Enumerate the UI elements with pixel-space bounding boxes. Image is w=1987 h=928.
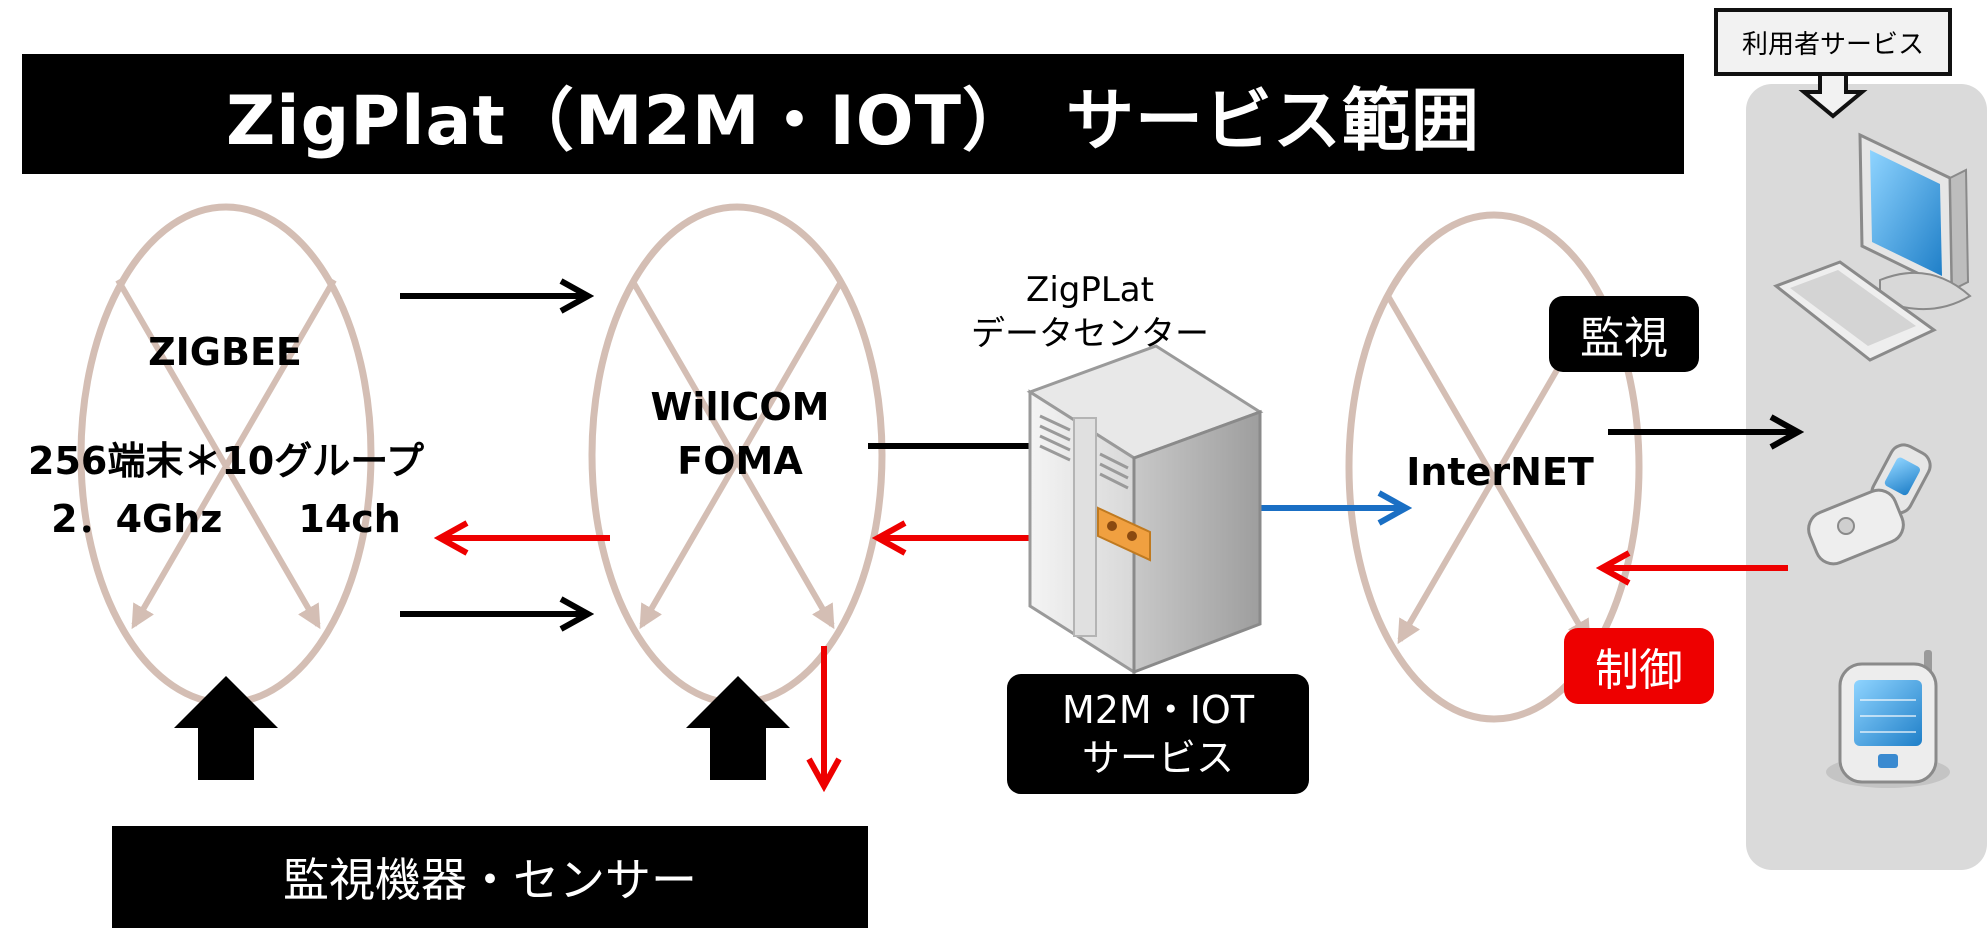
up-arrow-icon	[174, 676, 278, 780]
willcom-label: WillCOM FOMA	[620, 380, 860, 488]
willcom-label-line2: FOMA	[677, 439, 803, 483]
datacenter-label-line2: データセンター	[971, 314, 1209, 354]
monitor-badge: 監視	[1549, 296, 1699, 372]
user-service-callout: 利用者サービス	[1714, 8, 1952, 76]
datacenter-label-line1: ZigPLat	[1026, 270, 1154, 310]
desktop-computer-icon	[1772, 132, 1972, 362]
page-title: ZigPlat（M2M・IOT） サービス範囲	[22, 54, 1684, 174]
datacenter-label: ZigPLat データセンター	[960, 268, 1220, 356]
zigbee-network-ellipse	[77, 203, 375, 707]
internet-label: InterNET	[1406, 450, 1594, 494]
pda-phone-icon	[1826, 650, 1950, 788]
flip-phone-icon	[1807, 443, 1932, 566]
user-service-callout-pointer	[1798, 72, 1868, 119]
m2m-badge-line1: M2M・IOT	[1061, 688, 1255, 732]
zigbee-label: ZIGBEE	[148, 330, 302, 374]
server-icon	[1026, 344, 1264, 675]
m2m-service-badge: M2M・IOT サービス	[1007, 674, 1309, 794]
sensor-devices-bar: 監視機器・センサー	[112, 826, 868, 928]
zigbee-spec-line2: 2．4Ghz 14ch	[51, 497, 401, 541]
zigbee-spec-line1: 256端末＊10グループ	[28, 439, 424, 483]
control-badge: 制御	[1564, 628, 1714, 704]
m2m-badge-line2: サービス	[1081, 736, 1234, 780]
willcom-label-line1: WillCOM	[650, 385, 830, 429]
zigbee-spec: 256端末＊10グループ 2．4Ghz 14ch	[6, 432, 446, 548]
up-arrow-icon	[686, 676, 790, 780]
